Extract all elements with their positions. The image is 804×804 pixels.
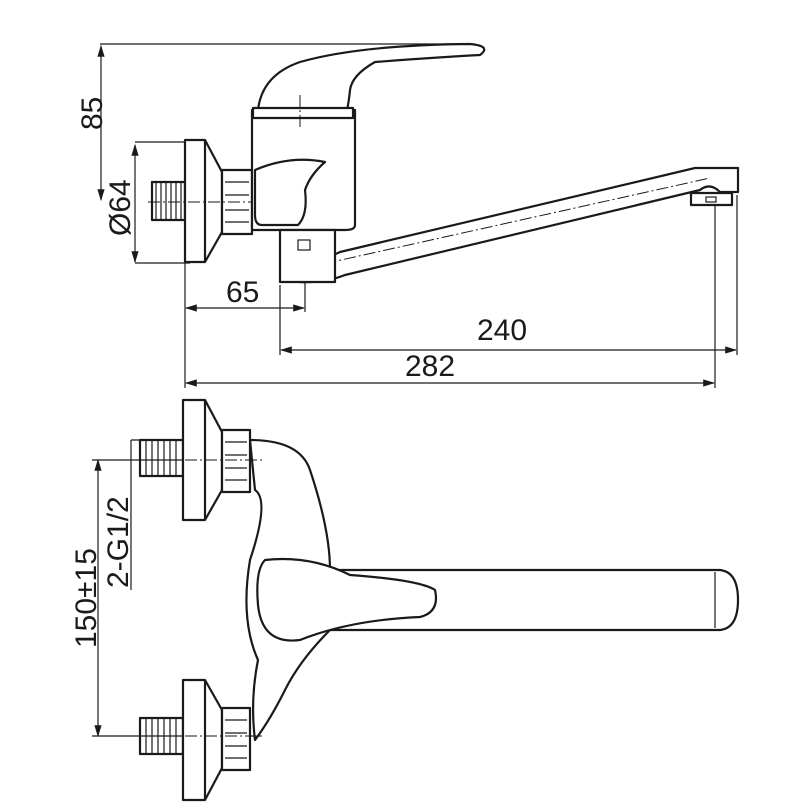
dim-inlet-spacing-label: 150±15 (70, 548, 103, 648)
inlet-thread (150, 180, 187, 222)
spout-collar (278, 228, 337, 284)
lever-handle (256, 42, 486, 117)
spout (298, 166, 740, 284)
dim-65-label: 65 (226, 276, 259, 309)
upper-inlet (138, 398, 252, 522)
top-view: 150±15 2-G1/2 (70, 398, 740, 802)
wall-flange (183, 138, 224, 264)
diverter-knob (253, 158, 327, 227)
side-view: 85 Ø64 65 240 282 (76, 42, 740, 388)
dim-height-label: 85 (76, 97, 109, 130)
dim-inlet-thread-label: 2-G1/2 (102, 496, 135, 588)
lever-top (256, 557, 438, 642)
dim-diameter-label: Ø64 (104, 179, 137, 236)
aerator (689, 191, 734, 207)
dim-282-label: 282 (405, 350, 455, 383)
lower-inlet (138, 678, 252, 802)
dim-240-label: 240 (477, 314, 527, 347)
